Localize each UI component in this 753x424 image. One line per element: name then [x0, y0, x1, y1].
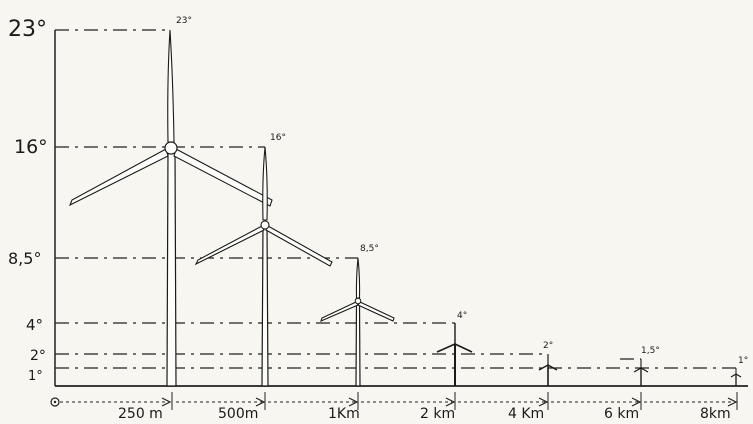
wind-turbine-1km: 8,5°	[320, 244, 395, 387]
observer-origin-icon	[50, 397, 60, 407]
y-label-8-5: 8,5°	[8, 249, 41, 268]
distance-dimensions	[60, 392, 738, 410]
y-label-1: 1°	[28, 369, 43, 384]
distance-label-500m: 500m	[218, 406, 258, 422]
angle-label-2: 2°	[543, 341, 553, 351]
angle-label-23: 23°	[176, 16, 192, 26]
distance-label-2km: 2 km	[420, 406, 455, 422]
angle-label-1: 1°	[738, 356, 748, 366]
distance-label-250m: 250 m	[118, 406, 163, 422]
angle-label-4: 4°	[457, 311, 467, 321]
y-label-16: 16°	[14, 136, 48, 158]
distance-label-4km: 4 Km	[508, 406, 544, 422]
distance-label-8km: 8km	[700, 406, 731, 422]
wind-turbine-2km: 4°	[436, 311, 473, 386]
angle-label-16: 16°	[270, 133, 286, 143]
wind-turbine-4km: 2°	[538, 341, 558, 386]
wind-turbine-500m: 16°	[194, 133, 333, 387]
y-label-4: 4°	[26, 316, 43, 334]
distance-label-1km: 1Km	[328, 406, 360, 422]
y-label-2: 2°	[30, 348, 46, 364]
distance-label-6km: 6 km	[604, 406, 639, 422]
y-label-23: 23°	[8, 17, 47, 42]
angle-label-8-5: 8,5°	[360, 244, 379, 254]
wind-turbine-8km: 1°	[730, 356, 748, 386]
angle-label-1-5: 1,5°	[641, 346, 660, 356]
observer-origin-dot	[53, 400, 57, 404]
wind-turbine-250m: 23°	[68, 16, 273, 387]
wind-turbine-6km: 1,5°	[620, 346, 660, 386]
